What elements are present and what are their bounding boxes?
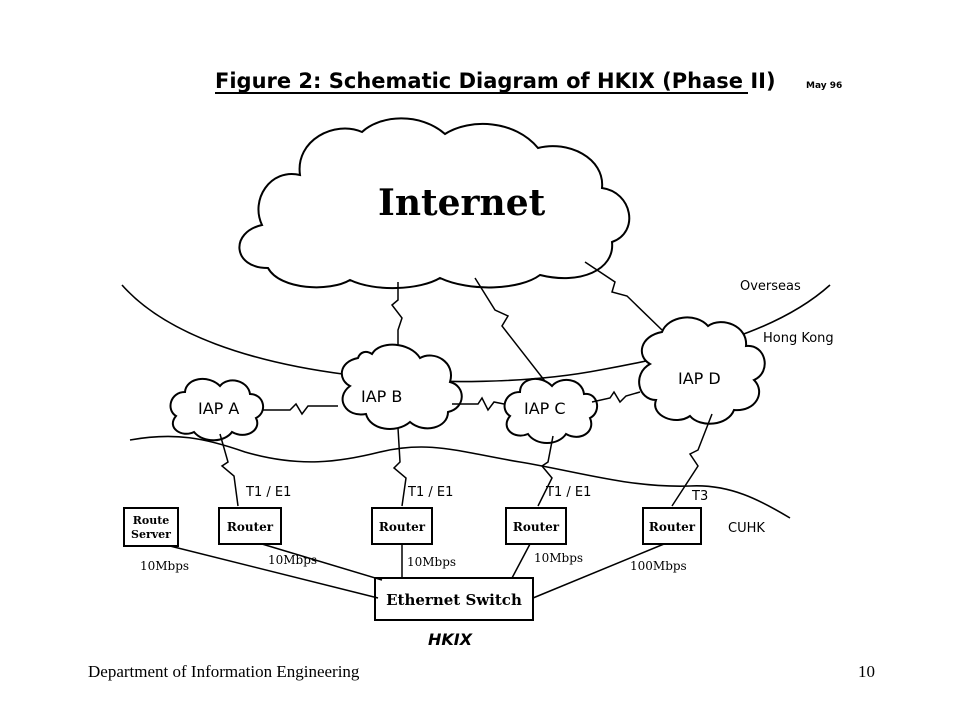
iap-d-cloud	[638, 316, 766, 425]
speed-router-d: 100Mbps	[630, 559, 687, 573]
route-server-line2: Server	[131, 528, 171, 541]
speed-router-a: 10Mbps	[268, 553, 317, 567]
link-iap-c-router	[537, 435, 554, 507]
link-c-label: T1 / E1	[545, 485, 591, 500]
route-server-line1: Route	[133, 514, 170, 527]
ethernet-switch-box	[374, 577, 534, 621]
hkix-label: HKIX	[428, 630, 473, 649]
router-a-label: Router	[227, 520, 274, 534]
router-d-label: Router	[649, 520, 696, 534]
link-internet-iap-c	[474, 277, 549, 386]
link-d-label: T3	[691, 489, 708, 504]
internet-label: Internet	[378, 182, 546, 224]
iap-b-label: IAP B	[361, 387, 402, 406]
overseas-boundary	[121, 284, 831, 383]
router-b-box	[371, 507, 433, 545]
cuhk-boundary	[129, 435, 791, 519]
link-iap-d-router	[671, 413, 713, 507]
link-iap-a-iap-b	[262, 402, 338, 416]
route-server-box	[123, 507, 179, 547]
router-b-label: Router	[379, 520, 426, 534]
iap-d-label: IAP D	[678, 369, 721, 388]
router-c-label: Router	[513, 520, 560, 534]
ethernet-switch-label: Ethernet Switch	[386, 591, 522, 609]
link-internet-iap-d	[584, 261, 663, 331]
iap-a-cloud	[169, 377, 265, 442]
router-a-box	[218, 507, 282, 545]
link-iap-a-router	[219, 433, 239, 507]
hong-kong-label: Hong Kong	[763, 331, 834, 346]
speed-router-b: 10Mbps	[407, 555, 456, 569]
link-switch-router-d	[532, 543, 665, 599]
link-iap-b-router	[392, 427, 407, 507]
link-b-label: T1 / E1	[407, 485, 453, 500]
iap-b-cloud	[340, 343, 463, 430]
cuhk-label: CUHK	[728, 521, 765, 536]
link-switch-router-a	[261, 543, 383, 581]
link-switch-route-server	[169, 545, 379, 599]
footer-department: Department of Information Engineering	[88, 662, 360, 681]
speed-route-server: 10Mbps	[140, 559, 189, 573]
link-switch-router-c	[511, 543, 531, 579]
router-c-box	[505, 507, 567, 545]
router-d-box	[642, 507, 702, 545]
iap-c-cloud	[503, 377, 599, 444]
iap-a-label: IAP A	[198, 399, 239, 418]
link-internet-iap-b	[390, 282, 403, 352]
link-iap-c-iap-d	[591, 390, 641, 404]
diagram-title: Figure 2: Schematic Diagram of HKIX (Pha…	[215, 69, 776, 93]
overseas-label: Overseas	[740, 279, 801, 294]
diagram-date: May 96	[806, 81, 842, 91]
footer-page-number: 10	[858, 662, 875, 681]
iap-c-label: IAP C	[524, 399, 566, 418]
link-a-label: T1 / E1	[245, 485, 291, 500]
speed-router-c: 10Mbps	[534, 551, 583, 565]
internet-cloud	[238, 117, 631, 289]
link-iap-b-iap-c	[452, 396, 505, 412]
